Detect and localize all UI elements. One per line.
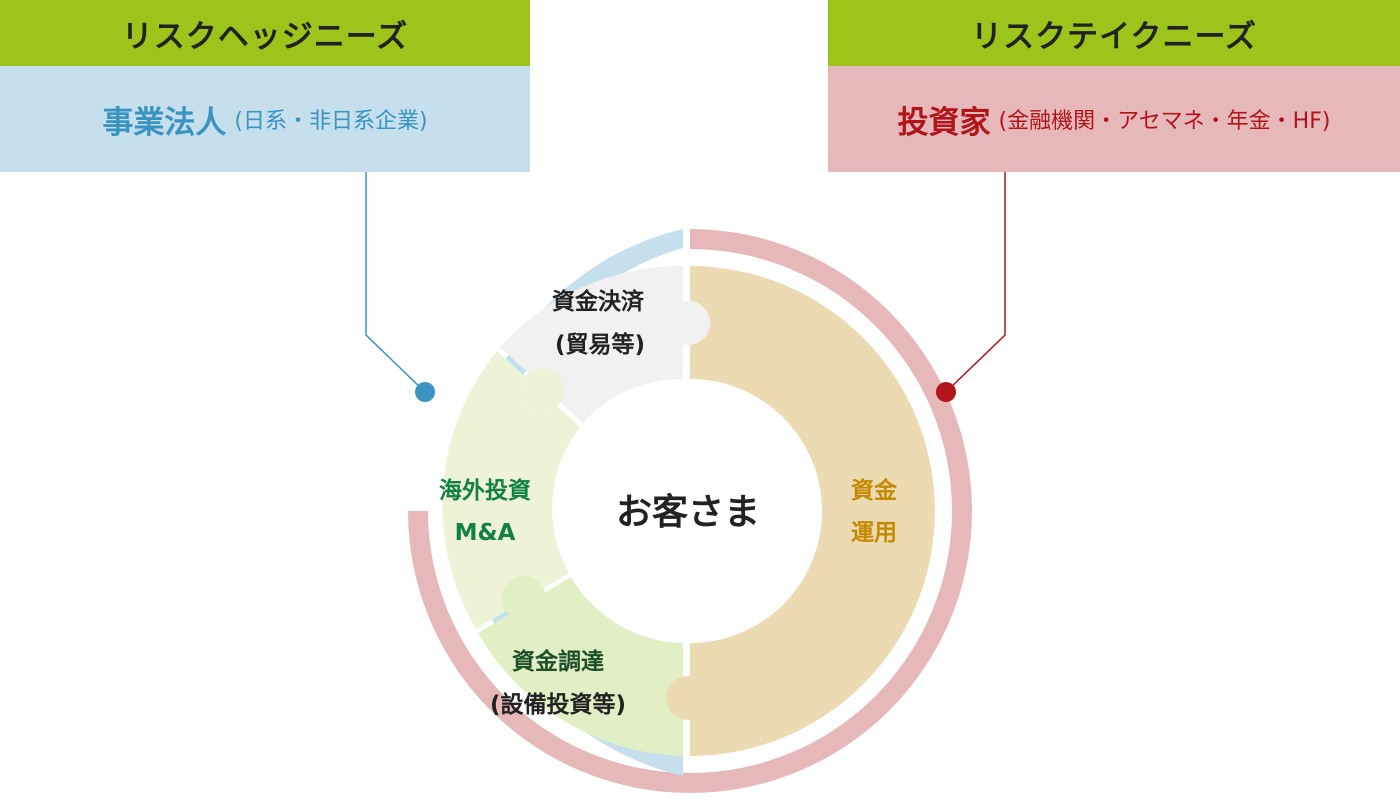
overseas-label: 海外投資 <box>439 477 531 504</box>
payment-sublabel: (貿易等) <box>555 331 645 358</box>
corporate-title: 事業法人 <box>102 104 227 141</box>
funding-segment <box>478 577 683 756</box>
segment-group <box>442 265 935 756</box>
take-connector-dot <box>936 382 956 402</box>
asset-management-sublabel: 運用 <box>851 520 897 546</box>
customer-circle <box>558 380 818 640</box>
risk-take-heading: リスクテイクニーズ <box>828 0 1400 66</box>
overseas-investment-segment <box>442 351 580 629</box>
investor-subtitle: (金融機関・アセマネ・年金・HF) <box>998 109 1331 134</box>
corporate-box: 事業法人 (日系・非日系企業) <box>0 66 530 172</box>
asset-management-segment <box>690 266 935 756</box>
hedge-connector-line <box>365 172 426 393</box>
funding-knob <box>502 576 546 620</box>
risk-hedge-heading: リスクヘッジニーズ <box>0 0 530 66</box>
overseas-sublabel: M&A <box>455 520 516 546</box>
corporate-subtitle: (日系・非日系企業) <box>234 109 428 134</box>
overseas-knob <box>520 368 564 412</box>
funding-label: 資金調達 <box>512 648 604 675</box>
payment-knob <box>666 301 710 345</box>
asset-knob <box>666 676 710 720</box>
payment-label: 資金決済 <box>552 288 645 315</box>
asset-management-label: 資金 <box>851 477 898 504</box>
hedge-connector-dot <box>415 382 435 402</box>
investor-title: 投資家 <box>897 104 991 141</box>
investor-box: 投資家 (金融機関・アセマネ・年金・HF) <box>828 66 1400 172</box>
customer-label: お客さま <box>616 492 760 533</box>
take-connector-line <box>945 172 1006 393</box>
risk-take-panel: リスクテイクニーズ 投資家 (金融機関・アセマネ・年金・HF) <box>828 0 1400 172</box>
funding-sublabel: (設備投資等) <box>490 691 626 718</box>
risk-hedge-panel: リスクヘッジニーズ 事業法人 (日系・非日系企業) <box>0 0 530 172</box>
